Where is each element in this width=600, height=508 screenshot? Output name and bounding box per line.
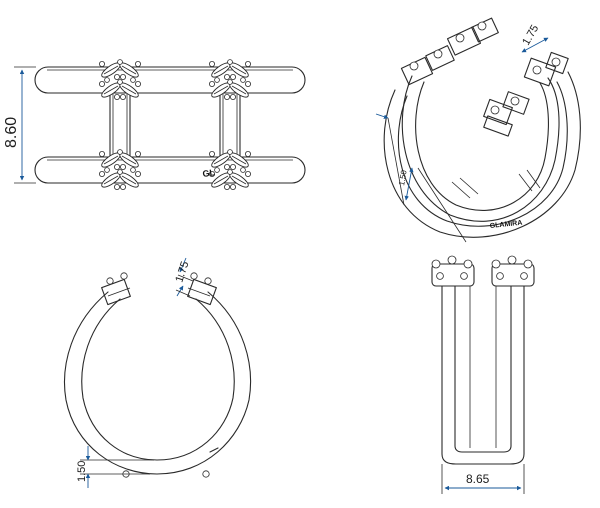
side-setting-left <box>101 272 131 306</box>
perspective-side-dimension: 1.50 <box>397 169 409 186</box>
side-setting-right <box>187 272 217 306</box>
gem-cluster-tl <box>99 60 140 100</box>
height-dimension-label: 8.60 <box>3 117 20 148</box>
perspective-view: GLAMIRA 1.75 1.50 <box>375 17 581 243</box>
side-top-dimension: 1.75 <box>173 260 191 284</box>
perspective-setting-2 <box>446 17 499 56</box>
side-bottom-dimension: 1.50 <box>76 461 88 482</box>
side-ring-inner <box>81 298 235 461</box>
perspective-setting-1 <box>400 45 455 86</box>
perspective-setting-3 <box>523 51 569 87</box>
side-view: 1.75 1.50 <box>63 257 252 488</box>
gem-cluster-bl <box>99 150 140 190</box>
perspective-setting-4 <box>483 91 530 137</box>
lower-band <box>34 156 306 184</box>
gem-cluster-tr <box>209 60 250 100</box>
width-dimension-label: 8.65 <box>466 472 490 486</box>
side-ring-outer <box>63 291 252 475</box>
front-engraving: GL <box>202 167 216 179</box>
end-view: 8.65 <box>431 255 535 494</box>
perspective-engraving: GLAMIRA <box>489 220 522 230</box>
upper-band <box>34 66 306 94</box>
end-left-shank <box>441 285 525 465</box>
front-view: GL 8.60 <box>3 60 306 190</box>
end-setting-left <box>431 255 475 287</box>
gem-cluster-br <box>209 150 250 190</box>
end-setting-right <box>491 255 535 287</box>
